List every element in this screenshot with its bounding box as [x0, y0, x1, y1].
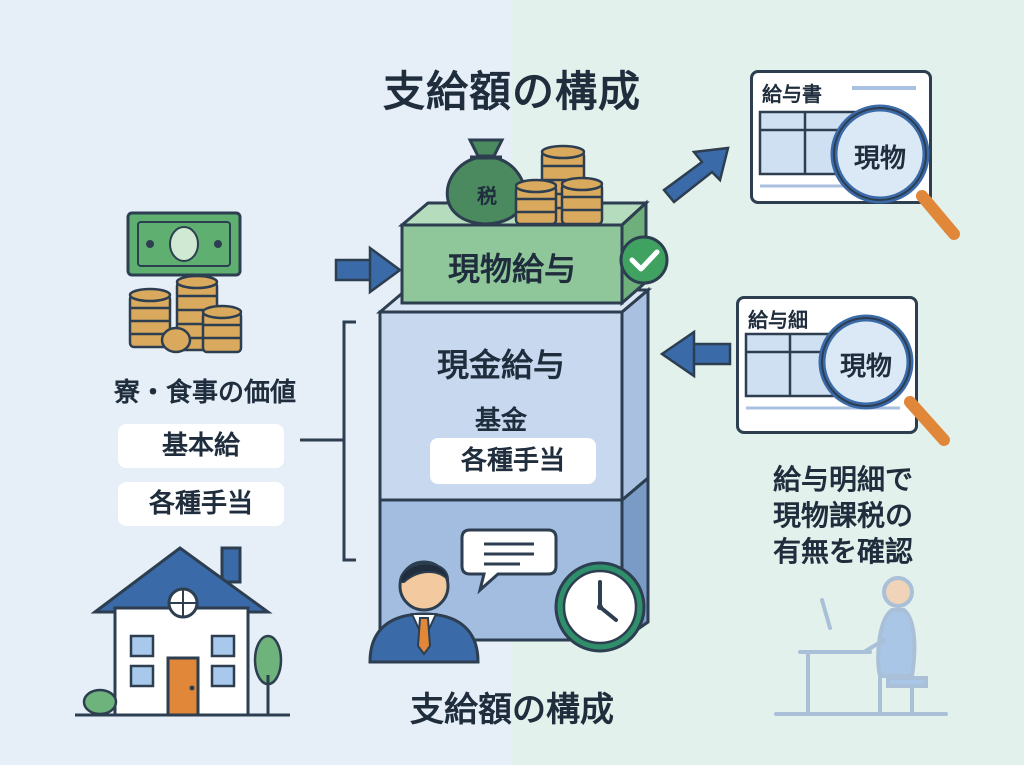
magnifier-2-label: 現物 — [839, 352, 892, 382]
clock-icon — [554, 561, 646, 653]
fund-label: 基金 — [474, 406, 527, 436]
bottom-caption: 支給額の構成 — [410, 690, 614, 730]
dorm-meal-value-label: 寮・食事の価値 — [113, 378, 296, 408]
note-line-3: 有無を確認 — [772, 535, 913, 568]
cash-salary-label: 現金給与 — [436, 346, 565, 384]
page-title: 支給額の構成 — [382, 67, 641, 116]
bracket-connector — [300, 320, 356, 562]
payslip-card-1-title: 給与書 — [762, 82, 822, 106]
allowance-pill-center: 各種手当 — [430, 438, 596, 484]
coins-icon — [128, 274, 243, 354]
note-line-2: 現物課税の — [772, 499, 913, 532]
stacked-coins-icon — [514, 144, 604, 226]
in-kind-salary-label: 現物給与 — [447, 250, 576, 288]
house-icon — [75, 546, 290, 717]
banknote-icon — [126, 211, 242, 277]
arrow-up-right-icon — [662, 146, 730, 204]
money-bag-icon — [445, 138, 527, 226]
person-at-desk-icon — [774, 576, 948, 716]
payslip-card-2-title: 給与細 — [748, 308, 808, 332]
basic-salary-pill: 基本給 — [118, 424, 284, 468]
magnifier-1-label: 現物 — [853, 144, 906, 174]
arrow-left-icon — [659, 329, 732, 379]
arrow-right-icon — [334, 245, 403, 295]
allowance-pill-left: 各種手当 — [118, 482, 284, 526]
note-line-1: 給与明細で — [772, 463, 913, 496]
magnifier-icon-1 — [830, 104, 960, 240]
magnifier-icon-2 — [818, 314, 950, 446]
check-icon — [619, 235, 669, 285]
businessman-icon — [368, 560, 480, 664]
check-payslip-note: 給与明細で 現物課税の 有無を確認 — [748, 462, 938, 570]
chat-bubble-icon — [460, 528, 558, 595]
tax-bag-label: 税 — [477, 184, 497, 208]
